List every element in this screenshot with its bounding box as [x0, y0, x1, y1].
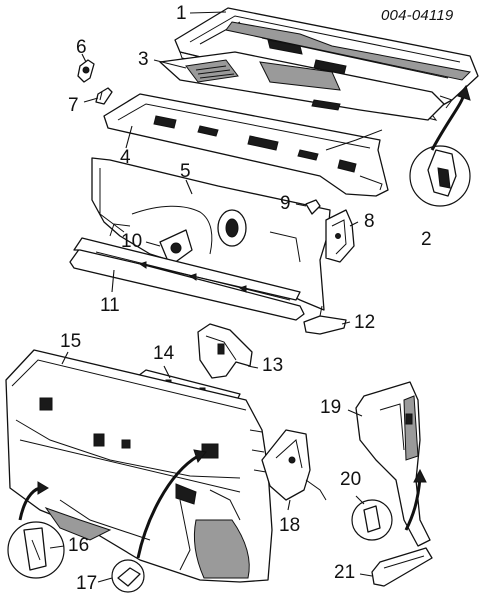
- part-label-3: 3: [138, 49, 149, 70]
- part-13-brace: [197, 323, 253, 379]
- part-10-access-plate: [159, 229, 193, 267]
- part-label-6: 6: [76, 37, 87, 58]
- part-11-crossmember: [69, 237, 305, 321]
- part-label-21: 21: [334, 562, 356, 583]
- callout-17-detail: [111, 559, 145, 593]
- part-label-19: 19: [320, 397, 342, 418]
- part-label-9: 9: [280, 193, 291, 214]
- part-label-12: 12: [354, 312, 376, 333]
- part-label-18: 18: [279, 515, 301, 536]
- reference-code: 004-04119: [381, 7, 454, 24]
- part-label-8: 8: [364, 211, 375, 232]
- part-label-11: 11: [100, 295, 120, 316]
- part-5-dash-panel: [91, 157, 331, 311]
- part-6-clip: [77, 59, 95, 83]
- callout-2-detail: [409, 145, 471, 207]
- part-label-7: 7: [68, 95, 79, 116]
- part-9-bracket: [305, 199, 321, 215]
- part-18-mount-bracket: [261, 429, 327, 501]
- part-label-20: 20: [340, 469, 362, 490]
- part-label-13: 13: [262, 355, 284, 376]
- part-label-17: 17: [76, 573, 98, 594]
- leader-lines: [49, 11, 373, 583]
- part-label-16: 16: [68, 535, 90, 556]
- part-label-5: 5: [180, 161, 191, 182]
- part-label-2: 2: [421, 229, 432, 250]
- part-label-1: 1: [176, 3, 187, 24]
- part-label-15: 15: [60, 331, 82, 352]
- part-19-pillar-panel: [355, 381, 431, 547]
- part-label-4: 4: [120, 147, 131, 168]
- part-3-grille-screen: [159, 51, 445, 121]
- callout-arrows: [18, 84, 471, 559]
- part-21-sill-bracket: [371, 547, 433, 587]
- part-8-side-bracket: [325, 209, 355, 263]
- part-7-fastener: [95, 87, 113, 105]
- callout-20-detail: [351, 499, 393, 541]
- part-12-reinforcement: [303, 305, 347, 335]
- part-label-14: 14: [153, 343, 175, 364]
- part-label-10: 10: [121, 231, 143, 252]
- part-15-firewall-assembly: [5, 349, 273, 583]
- callout-16-detail: [7, 521, 65, 579]
- part-4-plenum-panel: [103, 93, 389, 197]
